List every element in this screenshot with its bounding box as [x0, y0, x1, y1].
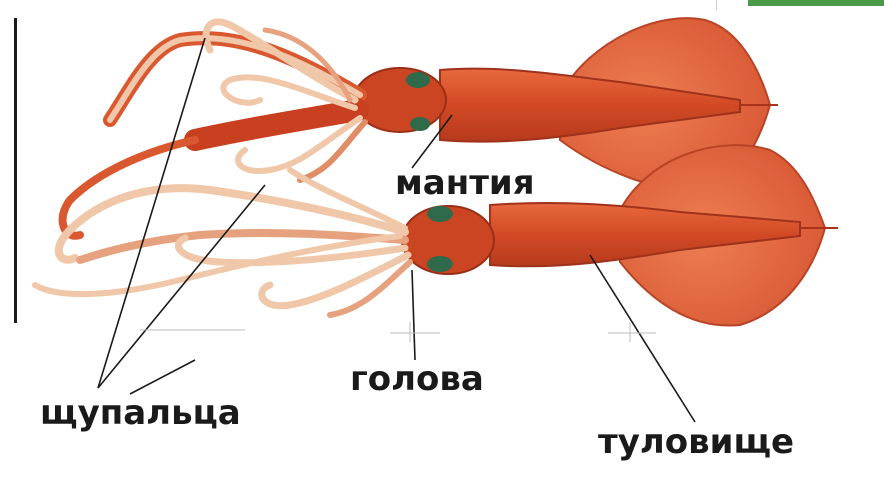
- head-leader: [412, 270, 415, 360]
- tentacle-leader-2: [98, 185, 265, 388]
- tentacles-label: щупальца: [40, 396, 241, 430]
- tentacle-leader-1: [98, 38, 205, 388]
- upper-eye: [406, 72, 430, 88]
- mantle-label: мантия: [395, 166, 535, 200]
- lower-eye: [427, 206, 453, 222]
- baseline-ticks: [140, 322, 656, 342]
- tentacle-leader-3: [130, 360, 195, 394]
- head-label: голова: [350, 362, 484, 396]
- body-label: туловище: [598, 425, 794, 459]
